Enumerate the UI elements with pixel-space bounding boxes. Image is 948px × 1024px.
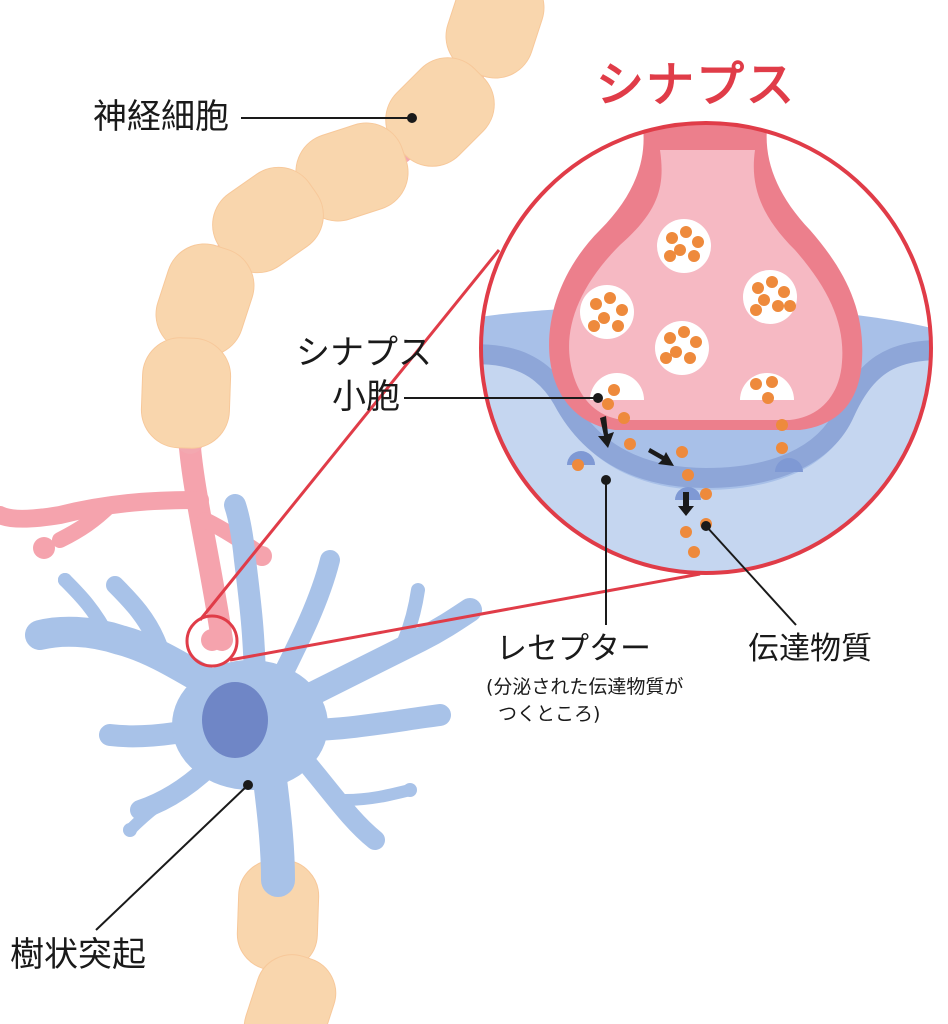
label-neuron: 神経細胞 <box>93 97 229 137</box>
dendrite-tips <box>30 496 480 849</box>
neurotransmitter-dots <box>572 226 796 558</box>
synapse-contact <box>201 629 223 651</box>
axon-myelin-segments <box>140 0 545 454</box>
diagram-title: シナプス <box>596 57 797 113</box>
neuron-illustration <box>0 0 545 1024</box>
label-vesicle-line1: シナプス <box>296 333 432 373</box>
zoom-line-lower <box>229 572 701 662</box>
label-receptor-note-line2: つくところ) <box>498 703 601 725</box>
zoom-callout <box>185 121 933 668</box>
postsynaptic-membrane <box>481 340 931 489</box>
zoom-circle <box>479 121 933 575</box>
lower-axon <box>236 859 337 1024</box>
label-receptor-note-line1: (分泌された伝達物質が <box>486 676 684 698</box>
label-transmitter: 伝達物質 <box>748 631 872 667</box>
leader-lines <box>95 113 797 931</box>
arrow-icon <box>598 416 694 516</box>
nucleus <box>202 682 268 758</box>
label-dendrite: 樹状突起 <box>10 935 146 975</box>
zoom-line-upper <box>198 249 501 621</box>
label-receptor: レセプター <box>496 631 651 667</box>
label-vesicle-line2: 小胞 <box>332 377 400 417</box>
highlight-circle <box>185 614 239 668</box>
